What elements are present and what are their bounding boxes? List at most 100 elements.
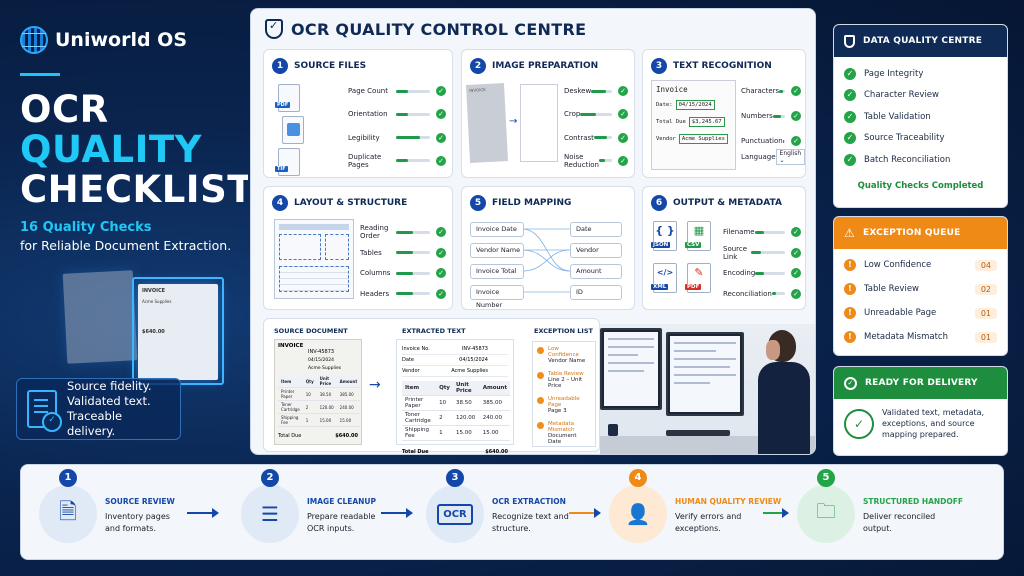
table-cell: 15.00 [316, 413, 337, 427]
keyboard [666, 430, 730, 436]
csv-file-icon: ▦CSV [685, 221, 711, 251]
operator-face [766, 340, 780, 360]
panel-title: OUTPUT & METADATA [673, 198, 782, 208]
source-field[interactable]: Vendor Name [470, 243, 524, 258]
hero-check-count: 16 Quality Checks [20, 220, 152, 235]
dqc-item[interactable]: ✓Page Integrity [844, 63, 997, 85]
target-field[interactable]: Date [570, 222, 622, 237]
step-title: OCR EXTRACTION [492, 497, 566, 506]
source-field[interactable]: Invoice Total [470, 264, 524, 279]
check-label: Tables [360, 248, 382, 257]
step-title: HUMAN QUALITY REVIEW [675, 497, 782, 506]
layout-diagram [274, 219, 354, 299]
delivery-text: Validated text, metadata, exceptions, an… [882, 408, 985, 439]
scan-vendor: Acme Supplies [142, 299, 172, 304]
badge-line: Source fidelity. [67, 379, 152, 393]
dqc-item[interactable]: ✓ Character Review [844, 85, 997, 107]
step-title: STRUCTURED HANDOFF [863, 497, 964, 506]
target-field[interactable]: Vendor [570, 243, 622, 258]
progress-bar [782, 139, 785, 143]
check-icon: ✓ [844, 153, 856, 166]
pdf-file-icon: ✎PDF [685, 263, 711, 293]
check-icon: ✓ [844, 67, 856, 80]
panel-output-metadata[interactable]: 6 OUTPUT & METADATA { }JSON ▦CSV </>XML ✎… [642, 186, 806, 310]
check-icon: ✓ [436, 268, 446, 279]
check-icon: ✓ [791, 111, 801, 121]
source-field[interactable]: Invoice Date [470, 222, 524, 237]
warning-icon [537, 347, 544, 354]
language-select[interactable]: English ⌄ [775, 149, 806, 165]
source-document-heading: SOURCE DOCUMENT [274, 327, 348, 335]
check-icon: ✓ [436, 86, 446, 96]
extracted-text-heading: EXTRACTED TEXT [402, 327, 466, 335]
dqc-item[interactable]: ✓Batch Reconciliation [844, 149, 997, 171]
label: Vendor [656, 136, 676, 142]
check-label: Contrast [564, 133, 594, 142]
shield-icon [265, 19, 283, 39]
dqc-title: DATA QUALITY CENTRE [863, 36, 983, 46]
progress-bar [396, 89, 430, 93]
monitor-left [600, 328, 662, 410]
column-header: Qty [302, 375, 317, 388]
dqc-item[interactable]: ✓Table Validation [844, 106, 997, 128]
check-row: Numbers ✓ [741, 111, 801, 121]
doc-label: INVOICE [469, 87, 486, 93]
check-row: Reconciliation✓ [723, 288, 801, 299]
brand[interactable]: Uniworld OS [20, 26, 187, 54]
progress-bar [396, 230, 430, 234]
check-icon: ✓ [791, 136, 801, 146]
check-icon: ✓ [791, 86, 801, 96]
target-field[interactable]: Amount [570, 264, 622, 279]
check-label: Columns [360, 269, 391, 278]
source-field[interactable]: Invoice Number [470, 285, 524, 309]
target-field[interactable]: ID [570, 285, 622, 300]
mug [608, 424, 618, 436]
panel-title: LAYOUT & STRUCTURE [294, 198, 408, 208]
dqc-item-label: Character Review [864, 90, 939, 101]
check-icon: ✓ [844, 89, 856, 102]
check-label: Numbers [741, 112, 773, 120]
step-number: 5 [470, 195, 486, 211]
fidelity-text: Source fidelity. Validated text. Traceab… [67, 379, 170, 439]
json-file-icon: { }JSON [651, 221, 677, 251]
check-label: Crop [564, 110, 581, 119]
field-value: INV-45873 [461, 346, 488, 352]
ocr-scan-icon: OCR [426, 485, 484, 543]
table-cell: 120.00 [452, 410, 480, 426]
source-vendor: Acme Supplies [308, 366, 342, 371]
table-cell: 2 [302, 400, 317, 414]
check-row: Headers✓ [360, 288, 446, 299]
globe-icon [20, 26, 48, 54]
accent-bar [20, 73, 60, 76]
table-cell: 1 [302, 413, 317, 427]
hero: Uniworld OS OCR QUALITY CHECKLIST. 16 Qu… [0, 0, 248, 455]
xml-file-icon: </>XML [651, 263, 677, 293]
check-list: Filename✓Source Link✓Encoding✓Reconcilia… [723, 227, 801, 299]
hero-subtitle: for Reliable Document Extraction. [20, 238, 232, 253]
progress-bar [772, 114, 785, 118]
step-number: 6 [651, 195, 667, 211]
check-row: Orientation✓ [348, 109, 446, 120]
dqc-item[interactable]: ✓Source Traceability [844, 128, 997, 150]
